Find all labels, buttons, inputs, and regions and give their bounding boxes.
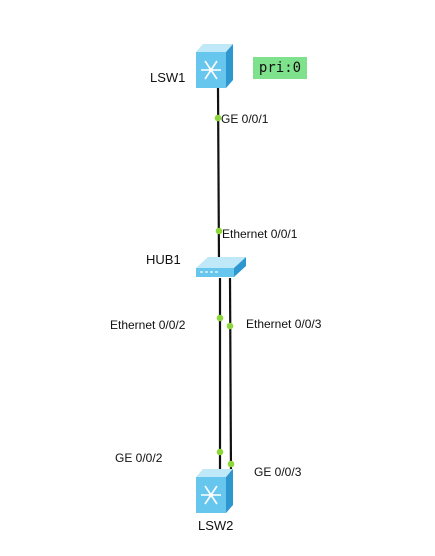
port-label-hub1-eth003: Ethernet 0/0/3 [246,317,322,331]
port-label-hub1-eth001: Ethernet 0/0/1 [222,227,298,241]
link-lsw1-hub1[interactable] [216,87,221,265]
port-label-lsw2-ge002: GE 0/0/2 [115,451,163,465]
port-label-lsw1-ge001: GE 0/0/1 [221,112,269,126]
lsw2-label: LSW2 [198,518,234,533]
port-dot-lsw2-ge002 [216,448,224,456]
port-dot-hub1-eth001 [215,227,223,235]
port-label-hub1-eth002: Ethernet 0/0/2 [110,318,186,332]
priority-badge: pri:0 [253,57,307,79]
port-dot-lsw2-ge003 [227,460,235,468]
link-hub1-lsw2-b[interactable] [228,277,233,475]
hub1-hub-icon[interactable] [196,257,246,277]
port-dot-hub1-eth003 [226,322,234,330]
port-dot-lsw1-ge001 [214,114,222,122]
hub1-label: HUB1 [146,252,181,267]
lsw1-switch-icon[interactable] [196,44,233,88]
port-dot-hub1-eth002 [216,314,224,322]
lsw2-switch-icon[interactable] [196,469,233,513]
port-label-lsw2-ge003: GE 0/0/3 [254,465,302,479]
lsw1-label: LSW1 [150,70,186,85]
